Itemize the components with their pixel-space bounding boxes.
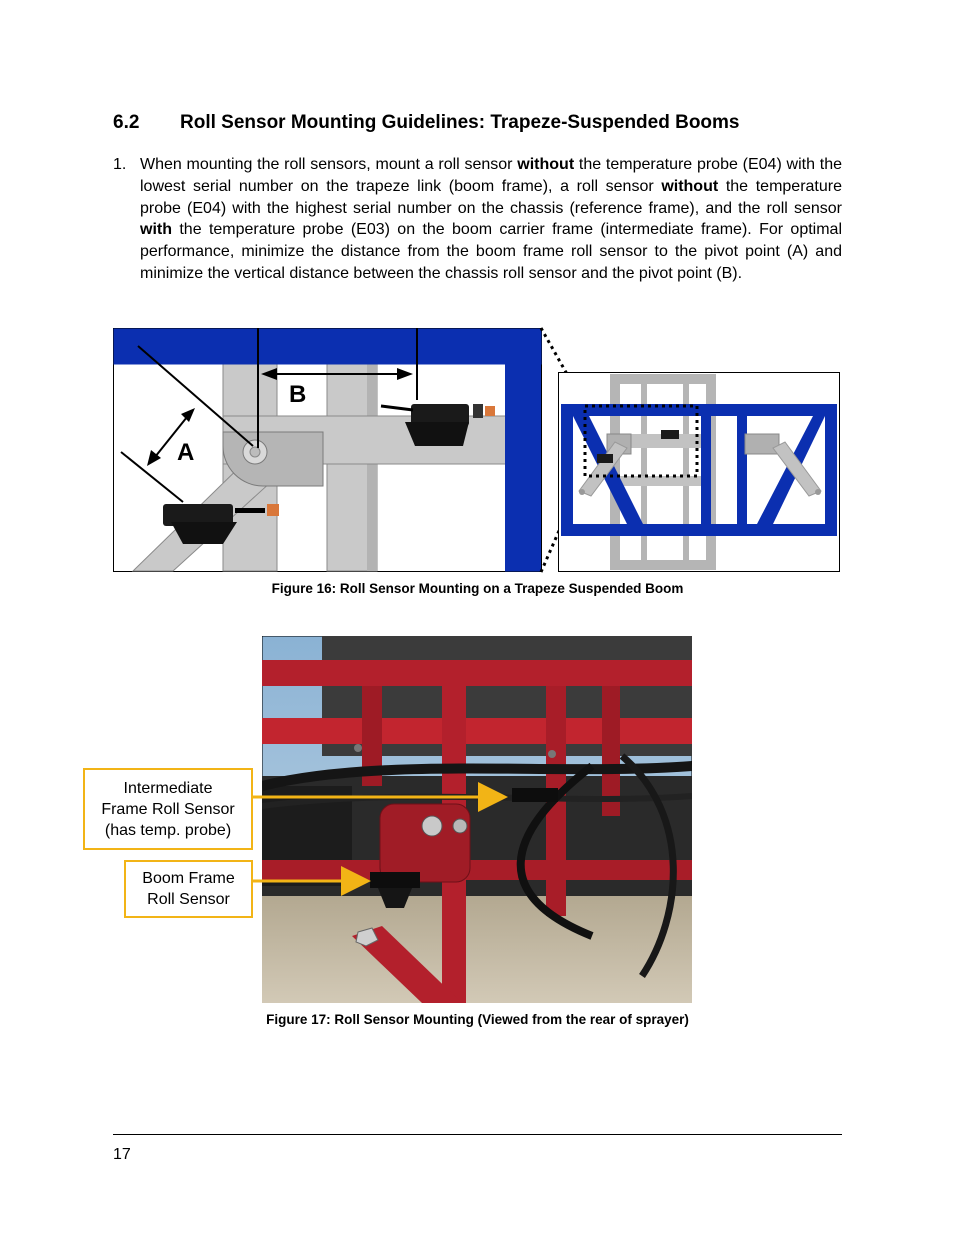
section-heading: 6.2 Roll Sensor Mounting Guidelines: Trap…	[113, 112, 853, 134]
overview-sensor-upper	[661, 430, 679, 439]
detail-view: B A	[113, 328, 542, 572]
callout-line: Frame Roll Sensor	[101, 800, 235, 818]
callout-line: (has temp. probe)	[104, 821, 232, 839]
callout-line: Roll Sensor	[147, 891, 230, 908]
footer-rule	[113, 1134, 842, 1135]
callout-intermediate-frame-sensor: Intermediate Frame Roll Sensor (has temp…	[83, 768, 253, 850]
section-title: Roll Sensor Mounting Guidelines: Trapeze…	[180, 112, 740, 133]
figure-17-photo	[262, 636, 692, 1003]
emphasis-without-1: without	[517, 156, 575, 173]
page-number: 17	[113, 1146, 131, 1163]
list-marker: 1.	[113, 156, 127, 173]
text-run: the temperature probe (E03) on the boom …	[140, 221, 842, 282]
callout-line: Intermediate	[123, 779, 213, 797]
emphasis-with: with	[140, 221, 172, 239]
chassis-roll-sensor	[380, 404, 495, 446]
section-number: 6.2	[113, 112, 140, 133]
label-a: A	[177, 439, 194, 466]
callout-boom-frame-sensor: Boom Frame Roll Sensor	[124, 860, 253, 918]
text-run: the temperature probe (E04) with the hig…	[140, 177, 842, 217]
overview-view	[558, 372, 840, 572]
figure-16-caption: Figure 16: Roll Sensor Mounting on a Tra…	[271, 581, 684, 596]
text-run: the temperature probe (E04) with the low…	[140, 156, 842, 195]
step-1-paragraph: 1. When mounting the roll sensors, mount…	[113, 154, 842, 285]
photo-boom-sensor	[370, 872, 420, 888]
emphasis-without-2: without	[661, 177, 719, 195]
figure-17-caption: Figure 17: Roll Sensor Mounting (Viewed …	[266, 1012, 689, 1027]
figure-16-diagram: B A	[113, 327, 840, 573]
callout-line: Boom Frame	[142, 870, 235, 887]
zoom-box	[583, 404, 699, 478]
zoom-leader-top	[539, 327, 587, 407]
photo-intermediate-sensor	[512, 788, 558, 802]
text-run: When mounting the roll sensors, mount a …	[140, 156, 518, 173]
step-1-text: When mounting the roll sensors, mount a …	[140, 154, 842, 285]
overview-sensor-lower	[597, 454, 613, 463]
boom-frame-roll-sensor	[163, 504, 279, 544]
label-b: B	[289, 381, 306, 408]
